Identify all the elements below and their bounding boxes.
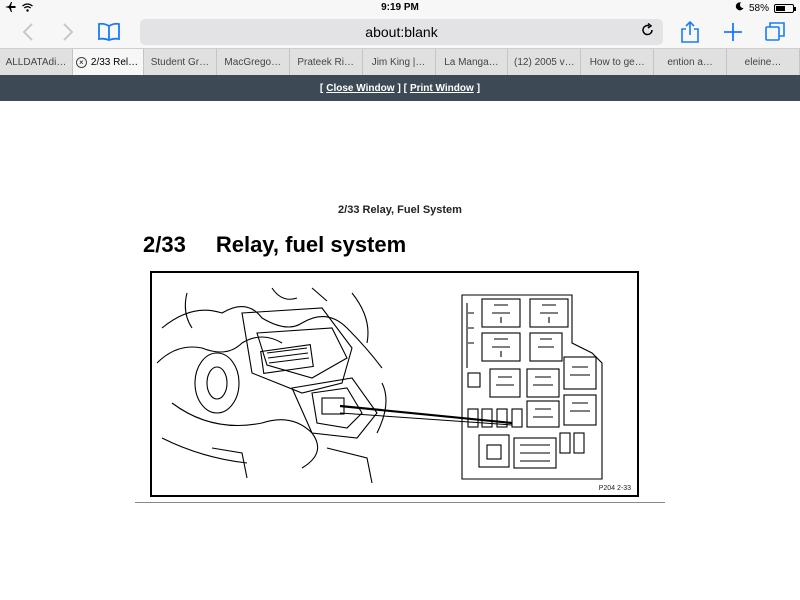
print-window-link[interactable]: Print Window: [409, 82, 474, 94]
tab[interactable]: Prateek Ri…: [290, 49, 363, 75]
tab-label: eleine…: [744, 56, 782, 68]
tab-active[interactable]: ×2/33 Rel…: [72, 49, 144, 75]
status-right: 58%: [735, 2, 796, 14]
document-number: 2/33: [143, 232, 186, 257]
browser-toolbar: about:blank: [0, 16, 800, 48]
tab[interactable]: (12) 2005 v…: [508, 49, 582, 75]
tab-strip: ALLDATAdi… ×2/33 Rel… Student Gr… MacGrego……: [0, 48, 800, 75]
tab[interactable]: MacGrego…: [217, 49, 290, 75]
relay-diagram: P204 2-33: [150, 271, 639, 497]
address-bar[interactable]: about:blank: [140, 19, 663, 45]
moon-icon: [735, 2, 744, 14]
divider: [135, 502, 665, 503]
battery-icon: [774, 3, 796, 13]
back-icon[interactable]: [18, 19, 38, 45]
url-text: about:blank: [365, 24, 438, 40]
wifi-icon: [22, 2, 33, 15]
tab-label: La Manga…: [444, 56, 499, 68]
airplane-icon: [5, 2, 16, 15]
figure-code: P204 2-33: [598, 485, 631, 492]
tab-label: MacGrego…: [224, 56, 282, 68]
tab-label: ention a…: [667, 56, 713, 68]
tab[interactable]: How to ge…: [581, 49, 655, 75]
forward-icon[interactable]: [58, 19, 78, 45]
page-heading: 2/33 Relay, Fuel System: [338, 204, 462, 216]
tab[interactable]: ALLDATAdi…: [0, 49, 73, 75]
status-bar: 9:19 PM 58%: [0, 0, 800, 16]
tab-label: (12) 2005 v…: [514, 56, 575, 68]
tabs-icon[interactable]: [764, 19, 786, 45]
reload-icon[interactable]: [641, 22, 655, 41]
tab-label: 2/33 Rel…: [90, 56, 139, 68]
bookmarks-icon[interactable]: [96, 19, 122, 45]
close-tab-icon[interactable]: ×: [75, 56, 87, 68]
new-tab-icon[interactable]: [722, 19, 744, 45]
tab[interactable]: Student Gr…: [144, 49, 217, 75]
tab[interactable]: Jim King |…: [363, 49, 436, 75]
share-icon[interactable]: [679, 19, 701, 45]
status-left: [5, 2, 33, 15]
tab-label: How to ge…: [589, 56, 645, 68]
battery-fill: [776, 5, 786, 11]
tab[interactable]: La Manga…: [436, 49, 509, 75]
tab[interactable]: eleine…: [727, 49, 800, 75]
document-title: Relay, fuel system: [215, 232, 407, 257]
tab[interactable]: ention a…: [654, 49, 728, 75]
tab-label: Jim King |…: [371, 56, 426, 68]
tab-label: ALLDATAdi…: [5, 56, 67, 68]
battery-percent: 58%: [748, 2, 769, 14]
window-bar: [ Close Window ] [ Print Window ]: [0, 75, 800, 101]
status-time: 9:19 PM: [381, 2, 419, 13]
tab-label: Student Gr…: [150, 56, 210, 68]
close-window-link[interactable]: Close Window: [326, 82, 395, 94]
document-header: 2/33 Relay, fuel system: [143, 232, 406, 258]
tab-label: Prateek Ri…: [297, 56, 354, 68]
relay-diagram-drawing: [156, 287, 603, 484]
